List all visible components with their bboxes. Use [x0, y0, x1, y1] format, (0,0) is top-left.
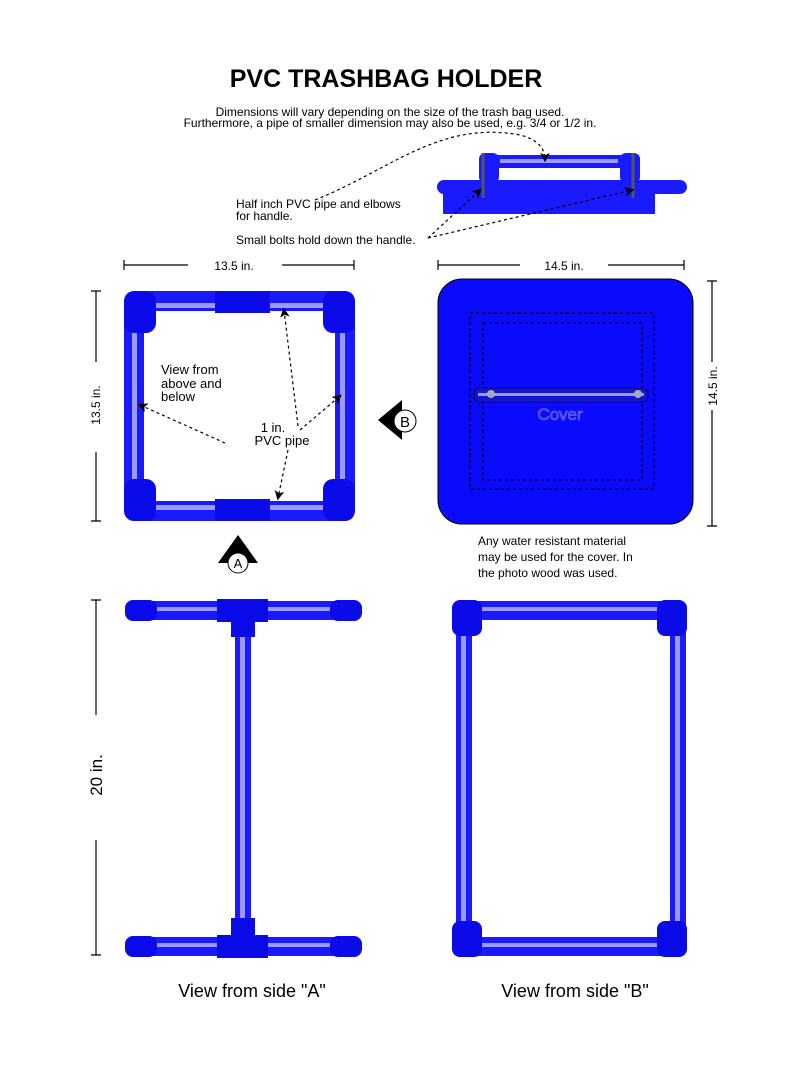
top-cover-width-dimension: 14.5 in. — [437, 259, 685, 273]
svg-text:B: B — [400, 414, 410, 431]
subtitle-line-2: Furthermore, a pipe of smaller dimension… — [184, 116, 597, 130]
side-a-view — [125, 599, 362, 958]
side-b-view — [452, 600, 687, 957]
svg-text:A: A — [234, 556, 243, 571]
cover-height-dimension: 14.5 in. — [706, 280, 720, 527]
marker-a: A — [218, 535, 258, 574]
cover: Cover — [437, 278, 694, 525]
side-b-caption: View from side "B" — [501, 981, 649, 1001]
top-height-dimension: 13.5 in. — [89, 290, 103, 522]
bolts-note: Small bolts hold down the handle. — [236, 233, 415, 247]
cover-note-1: Any water resistant material — [478, 534, 626, 548]
marker-b: B — [378, 400, 417, 440]
top-view-frame — [124, 291, 355, 521]
handle-note-line-1: Half inch PVC pipe and elbows — [236, 197, 401, 211]
view-note-2: above and — [161, 376, 222, 391]
handle-note-line-2: for handle. — [236, 209, 293, 223]
pipe-note-1: 1 in. — [261, 420, 286, 435]
svg-text:13.5 in.: 13.5 in. — [89, 385, 103, 424]
view-note-1: View from — [161, 362, 219, 377]
pipe-note-2: PVC pipe — [255, 433, 310, 448]
subtitle-line-1: Dimensions will vary depending on the si… — [216, 105, 565, 119]
page-title: PVC TRASHBAG HOLDER — [230, 65, 543, 93]
svg-text:14.5 in.: 14.5 in. — [544, 259, 583, 273]
svg-text:14.5 in.: 14.5 in. — [706, 366, 720, 405]
view-note-3: below — [161, 389, 196, 404]
handle-illustration — [437, 153, 687, 214]
top-width-dimension: 13.5 in. — [123, 259, 355, 273]
cover-note-2: may be used for the cover. In — [478, 550, 633, 564]
cover-label: Cover — [537, 405, 583, 424]
cover-note-3: the photo wood was used. — [478, 566, 617, 580]
svg-text:20 in.: 20 in. — [87, 754, 106, 796]
svg-text:13.5 in.: 13.5 in. — [214, 259, 253, 273]
side-height-dimension: 20 in. — [87, 599, 106, 956]
side-a-caption: View from side "A" — [178, 981, 326, 1001]
